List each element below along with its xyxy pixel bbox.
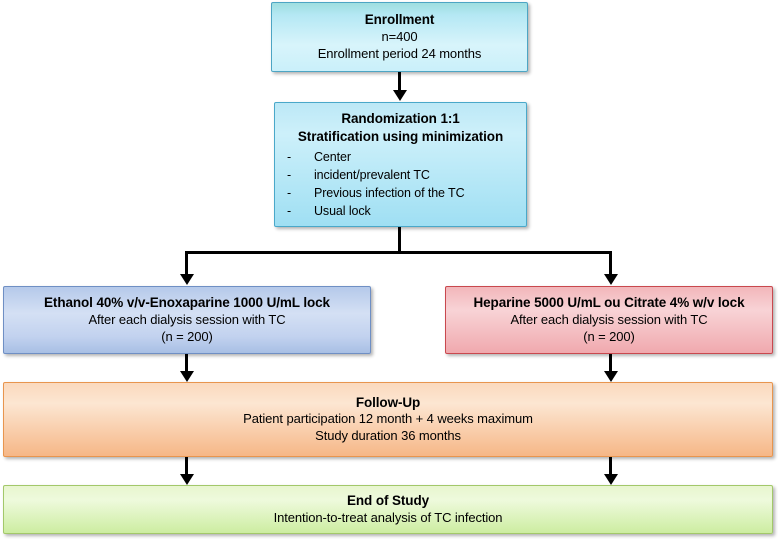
node-enrollment-line1: n=400 (381, 28, 418, 44)
node-enrollment-title: Enrollment (364, 12, 435, 28)
node-arm-ethanol-line2: (n = 200) (161, 328, 213, 344)
arrowhead-followup-to-end-left (179, 474, 194, 485)
node-followup: Follow-Up Patient participation 12 month… (3, 382, 773, 457)
node-followup-line2: Study duration 36 months (315, 428, 461, 444)
node-enrollment: Enrollment n=400 Enrollment period 24 mo… (271, 2, 528, 72)
node-end-of-study-line1: Intention-to-treat analysis of TC infect… (273, 509, 503, 525)
connector-followup-to-end-left (185, 457, 188, 476)
node-followup-line1: Patient participation 12 month + 4 weeks… (243, 411, 533, 427)
connector-followup-to-end-right (609, 457, 612, 476)
arrowhead-left-arm-to-followup (179, 371, 194, 382)
node-randomization: Randomization 1:1 Stratification using m… (274, 102, 527, 227)
node-randomization-subtitle: Stratification using minimization (297, 128, 504, 144)
list-item: - Center (287, 148, 526, 166)
node-arm-heparine-line1: After each dialysis session with TC (510, 311, 708, 327)
list-item: - Previous infection of the TC (287, 184, 526, 202)
bullet-dash-icon: - (287, 204, 292, 219)
bullet-label: Usual lock (314, 204, 371, 219)
node-arm-heparine-title: Heparine 5000 U/mL ou Citrate 4% w/v loc… (473, 295, 745, 311)
bullet-dash-icon: - (287, 168, 292, 183)
node-end-of-study: End of Study Intention-to-treat analysis… (3, 485, 773, 534)
arrowhead-enrollment-to-randomization (392, 90, 407, 101)
arrowhead-split-to-right-arm (603, 274, 618, 285)
bullet-dash-icon: - (287, 186, 292, 201)
node-randomization-title: Randomization 1:1 (341, 111, 460, 126)
connector-split-to-left-arm (185, 251, 188, 275)
node-arm-ethanol-line1: After each dialysis session with TC (88, 311, 286, 327)
node-arm-heparine-line2: (n = 200) (583, 328, 635, 344)
connector-split-to-right-arm (609, 251, 612, 275)
connector-randomization-stem (398, 227, 401, 253)
node-end-of-study-title: End of Study (346, 493, 430, 509)
arrowhead-followup-to-end-right (603, 474, 618, 485)
arrowhead-right-arm-to-followup (603, 371, 618, 382)
node-arm-heparine: Heparine 5000 U/mL ou Citrate 4% w/v loc… (445, 286, 773, 354)
arrowhead-split-to-left-arm (179, 274, 194, 285)
connector-left-arm-to-followup (185, 354, 188, 373)
bullet-label: Center (314, 150, 351, 165)
list-item: - Usual lock (287, 202, 526, 220)
node-randomization-bullet-list: - Center - incident/prevalent TC - Previ… (275, 148, 526, 220)
bullet-label: incident/prevalent TC (314, 168, 430, 183)
list-item: - incident/prevalent TC (287, 166, 526, 184)
connector-right-arm-to-followup (609, 354, 612, 373)
bullet-dash-icon: - (287, 150, 292, 165)
connector-enrollment-to-randomization (398, 72, 401, 91)
node-enrollment-line2: Enrollment period 24 months (317, 45, 482, 61)
node-followup-title: Follow-Up (355, 394, 421, 410)
node-arm-ethanol-title: Ethanol 40% v/v-Enoxaparine 1000 U/mL lo… (44, 295, 330, 311)
connector-split-horizontal (185, 251, 612, 254)
node-arm-ethanol: Ethanol 40% v/v-Enoxaparine 1000 U/mL lo… (3, 286, 371, 354)
bullet-label: Previous infection of the TC (314, 186, 465, 201)
